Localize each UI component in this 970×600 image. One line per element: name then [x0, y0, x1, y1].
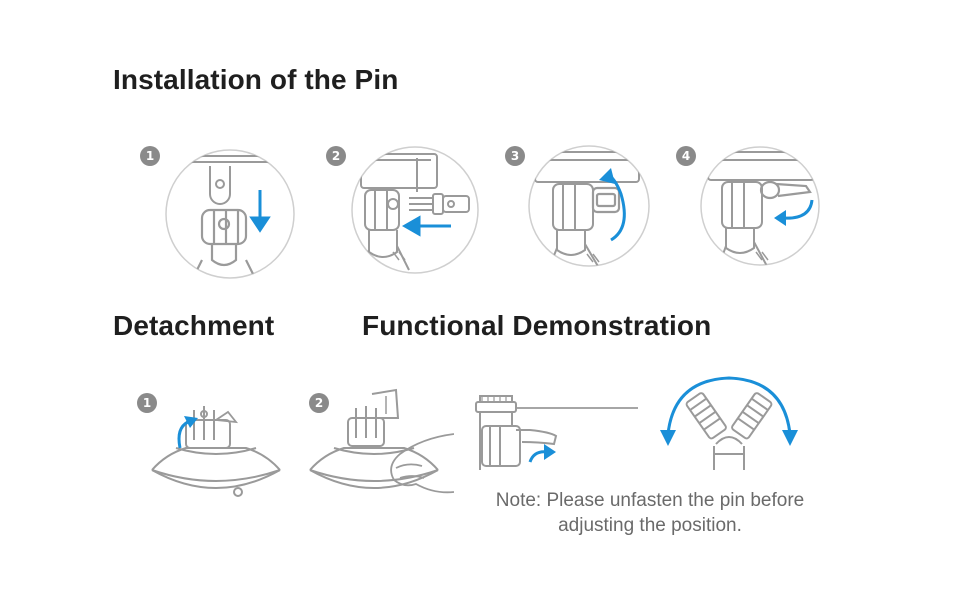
install-step-2-badge: 2 — [326, 146, 346, 166]
suction-cup-drawing — [310, 448, 438, 488]
installation-heading: Installation of the Pin — [113, 64, 398, 96]
adjustment-note: Note: Please unfasten the pin before adj… — [470, 488, 830, 538]
unfasten-arrow-head — [544, 444, 556, 460]
install-step-2-illustration — [347, 146, 483, 274]
install-step-1-illustration — [162, 148, 298, 280]
note-line-1: Note: Please unfasten the pin before — [470, 488, 830, 513]
suction-cup-drawing — [152, 448, 280, 496]
detach-step-1-illustration — [146, 396, 286, 500]
tilted-arms-drawing — [685, 392, 772, 470]
arc-right-arrow-head — [782, 430, 798, 446]
install-step-3-illustration — [527, 144, 653, 268]
functional-demo-heading: Functional Demonstration — [362, 310, 711, 342]
arc-left-arrow-head — [660, 430, 676, 446]
hand-drawing — [391, 434, 454, 492]
install-step-4-badge: 4 — [676, 146, 696, 166]
mount-base-drawing — [186, 406, 236, 448]
install-step-4-illustration — [698, 146, 822, 268]
detach-step-2-illustration — [304, 388, 454, 504]
pin-position-illustration — [470, 390, 642, 476]
note-line-2: adjusting the position. — [470, 513, 830, 538]
install-step-1-badge: 1 — [140, 146, 160, 166]
step-3-frame — [529, 146, 649, 266]
mount-base-drawing — [348, 390, 398, 446]
install-step-3-badge: 3 — [505, 146, 525, 166]
detachment-heading: Detachment — [113, 310, 274, 342]
angle-adjust-illustration — [656, 370, 802, 476]
step-4-frame — [701, 147, 819, 265]
